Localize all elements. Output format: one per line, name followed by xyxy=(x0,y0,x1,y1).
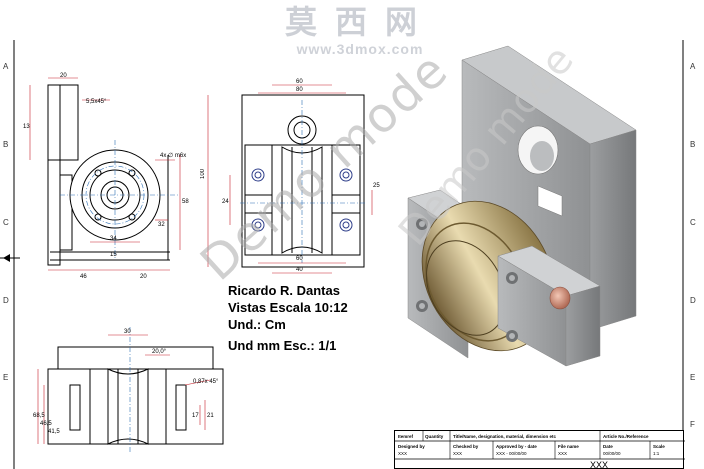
dim-60-bottom: 60 xyxy=(296,256,303,262)
tb-checked-by: Checked by xyxy=(453,444,479,449)
dim-20-deg: 20,0° xyxy=(152,349,167,355)
dim-80: 80 xyxy=(296,87,303,93)
dim-13: 13 xyxy=(23,124,30,130)
tb-date: Date xyxy=(603,444,613,449)
dim-100: 100 xyxy=(200,168,206,179)
tb-file-name: File name xyxy=(558,444,579,449)
dim-15: 15 xyxy=(110,252,117,258)
dim-32: 32 xyxy=(158,222,165,228)
tb-date-val: 00/00/00 xyxy=(603,451,621,456)
note-views: Vistas Escala 10:12 xyxy=(228,300,348,315)
dim-087x45: 0,87x 45° xyxy=(193,379,219,385)
tb-article-header: Article No./Reference xyxy=(603,434,649,439)
dim-58: 58 xyxy=(182,199,189,205)
dim-21: 21 xyxy=(207,413,214,419)
tb-scale: Scale xyxy=(653,444,665,449)
zone-left-e: E xyxy=(3,373,9,382)
zone-right-e: E xyxy=(690,373,696,382)
tb-approved-val: XXX - 00/00/00 xyxy=(496,451,527,456)
tb-scale-val: 1:1 xyxy=(653,451,660,456)
dim-34: 34 xyxy=(110,236,117,242)
dim-17: 17 xyxy=(192,413,199,419)
title-block-grid xyxy=(395,431,685,460)
dim-68-5: 68,5 xyxy=(33,413,45,419)
dim-30: 30 xyxy=(124,329,131,335)
zone-left-a: A xyxy=(3,62,9,71)
tb-quantity: Quantity xyxy=(425,434,444,439)
zone-right-c: C xyxy=(690,218,696,227)
dim-46-5: 46,5 xyxy=(40,421,52,427)
zone-right-b: B xyxy=(690,140,696,149)
dim-24: 24 xyxy=(222,199,229,205)
tb-file-val: XXX xyxy=(558,451,568,456)
zone-right-d: D xyxy=(690,296,696,305)
site-watermark-url: www.3dmox.com xyxy=(296,41,424,57)
zone-right-a: A xyxy=(690,62,696,71)
dim-40: 40 xyxy=(296,267,303,273)
dim-60-top: 60 xyxy=(296,79,303,85)
zone-left-c: C xyxy=(3,218,9,227)
dim-46: 46 xyxy=(80,274,87,280)
site-watermark: 莫西网 www.3dmox.com xyxy=(270,2,450,56)
dim-41-5: 41,5 xyxy=(48,429,60,435)
tb-approved-by: Approved by - date xyxy=(496,444,537,449)
note-author: Ricardo R. Dantas xyxy=(228,283,340,298)
top-view: 30 20,0° 0,87x 45° 68,5 46,5 41,5 17 21 xyxy=(33,327,224,453)
tb-bottom-ref: XXX xyxy=(590,460,609,469)
tb-title-header: Title/Name, designation, material, dimen… xyxy=(453,434,556,439)
front-view: 60 80 100 24 25 40 60 xyxy=(200,79,380,274)
dim-20-bottom: 20 xyxy=(140,274,147,280)
zone-left-b: B xyxy=(3,140,9,149)
note-scale: Und mm Esc.: 1/1 xyxy=(228,338,337,353)
zone-right-f: F xyxy=(690,420,695,429)
title-block: Itemref Quantity Title/Name, designation… xyxy=(394,430,685,469)
drawing-notes: Ricardo R. Dantas Vistas Escala 10:12 Un… xyxy=(228,282,348,354)
dim-4xm6: 4x ∅ m6x xyxy=(160,152,186,159)
isometric-render xyxy=(407,45,637,367)
zone-left-d: D xyxy=(3,296,9,305)
tb-checked-val: XXX xyxy=(453,451,463,456)
dim-5-5x45: 5,5x45° xyxy=(86,99,107,105)
note-unit: Und.: Cm xyxy=(228,317,286,332)
tb-designed-val: XXX xyxy=(398,451,408,456)
dim-25: 25 xyxy=(373,183,380,189)
side-view: 20 5,5x45° 13 4x ∅ m6x 58 32 34 15 46 20 xyxy=(23,73,189,280)
tb-itemref: Itemref xyxy=(398,434,414,439)
dim-20-top: 20 xyxy=(60,73,67,79)
site-watermark-cn: 莫西网 xyxy=(284,3,435,41)
tb-designed-by: Designed by xyxy=(398,444,425,449)
